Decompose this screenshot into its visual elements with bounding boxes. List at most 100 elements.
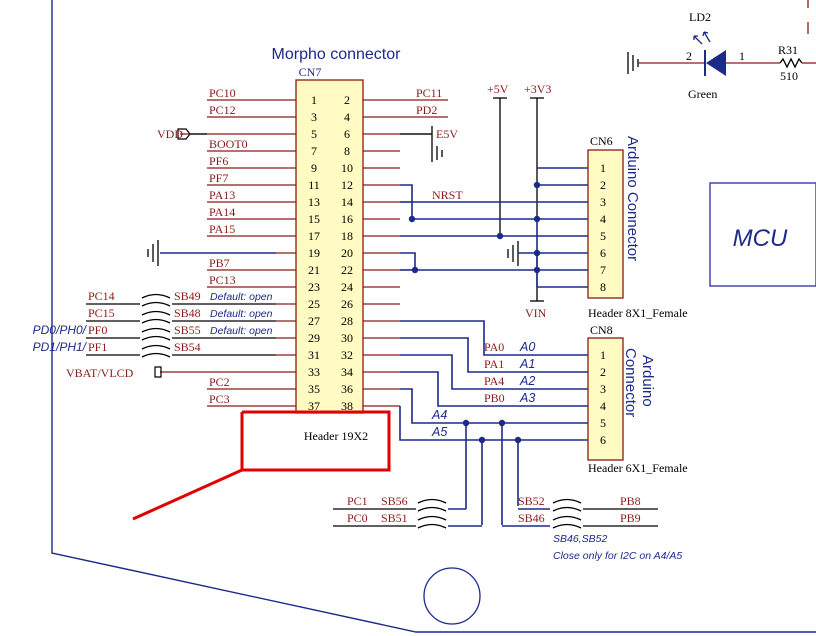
net-pc1: PC1 xyxy=(347,494,368,508)
cn7-pin-20: 20 xyxy=(341,246,353,260)
sb48-label: SB48 xyxy=(174,306,201,320)
mounting-hole xyxy=(423,567,481,625)
led-pin1: 1 xyxy=(739,49,745,63)
cn7-pin-19: 19 xyxy=(308,246,320,260)
cn7-pin-6: 6 xyxy=(344,127,350,141)
cn7-pin-15: 15 xyxy=(308,212,320,226)
port-symbols xyxy=(154,128,207,378)
net-pc2: PC2 xyxy=(209,375,230,389)
cn6-pin-7: 7 xyxy=(600,263,606,277)
cn6-pin-1: 1 xyxy=(600,161,606,175)
net-pc10: PC10 xyxy=(209,86,236,100)
i2c-note-2: Close only for I2C on A4/A5 xyxy=(553,550,682,562)
cn8-wiring xyxy=(399,320,588,525)
cn7-pin-12: 12 xyxy=(341,178,353,192)
cn8-ref: CN8 xyxy=(590,323,613,337)
cn7-pin-18: 18 xyxy=(341,229,353,243)
sb55-default: Default: open xyxy=(210,325,273,337)
cn6-title: Arduino Connector xyxy=(624,136,641,261)
net-pf1: PF1 xyxy=(88,340,107,354)
net-nrst: NRST xyxy=(432,188,463,202)
cn7-pin-2: 2 xyxy=(344,93,350,107)
sb56-label: SB56 xyxy=(381,494,408,508)
cn8-title-1: Arduino xyxy=(639,355,656,407)
i2c-note-1: SB46,SB52 xyxy=(553,533,607,545)
label-a3: A3 xyxy=(519,391,535,405)
resistor-value: 510 xyxy=(780,69,798,83)
cn8-connector: CN8 Arduino Connector Header 6X1_Female … xyxy=(587,323,688,475)
net-pa4: PA4 xyxy=(484,374,504,388)
cn7-pin-32: 32 xyxy=(341,348,353,362)
cn7-pin-28: 28 xyxy=(341,314,353,328)
net-pd2: PD2 xyxy=(416,103,437,117)
net-pb9: PB9 xyxy=(620,511,641,525)
cn7-pin-30: 30 xyxy=(341,331,353,345)
cn6-pin-4: 4 xyxy=(600,212,606,226)
led-ref: LD2 xyxy=(689,10,711,24)
cn6-connector: CN6 Arduino Connector Header 8X1_Female … xyxy=(587,134,688,320)
led-color: Green xyxy=(688,87,717,101)
net-e5v: E5V xyxy=(436,127,458,141)
cn7-pin-14: 14 xyxy=(341,195,353,209)
cn7-pin-37: 37 xyxy=(308,399,320,413)
sb48-default: Default: open xyxy=(210,308,273,320)
cn7-pin-24: 24 xyxy=(341,280,353,294)
power-vin: VIN xyxy=(525,306,547,320)
prefix-pd1: PD1/PH1/ xyxy=(33,340,88,354)
net-pa0: PA0 xyxy=(484,340,504,354)
cn7-pin-9: 9 xyxy=(311,161,317,175)
cn7-pin-16: 16 xyxy=(341,212,353,226)
mcu-block: MCU xyxy=(709,182,816,287)
sb55-label: SB55 xyxy=(174,323,201,337)
cn7-pin-38: 38 xyxy=(341,399,353,413)
cn8-footer: Header 6X1_Female xyxy=(588,461,688,475)
cn8-title-2: Connector xyxy=(622,348,639,417)
cn7-pin-1: 1 xyxy=(311,93,317,107)
cn7-footer: Header 19X2 xyxy=(304,429,368,443)
label-a4: A4 xyxy=(431,408,447,422)
ground-symbol xyxy=(147,240,276,266)
cn7-pin-11: 11 xyxy=(308,178,320,192)
net-pb8: PB8 xyxy=(620,494,641,508)
label-a1: A1 xyxy=(519,357,535,371)
net-pb7: PB7 xyxy=(209,256,230,270)
net-pa1: PA1 xyxy=(484,357,504,371)
net-vdd: VDD xyxy=(157,127,183,141)
net-vbat: VBAT/VLCD xyxy=(66,366,134,380)
cn8-pin-2: 2 xyxy=(600,365,606,379)
cn7-pin-8: 8 xyxy=(344,144,350,158)
sb51-label: SB51 xyxy=(381,511,408,525)
cn7-right-stubs xyxy=(363,99,448,407)
net-pc14: PC14 xyxy=(88,289,115,303)
net-boot0: BOOT0 xyxy=(209,137,248,151)
net-pc0: PC0 xyxy=(347,511,368,525)
net-pc15: PC15 xyxy=(88,306,115,320)
cn7-pin-35: 35 xyxy=(308,382,320,396)
solder-bridges-left xyxy=(86,293,276,358)
net-pc13: PC13 xyxy=(209,273,236,287)
led-pin2: 2 xyxy=(686,49,692,63)
net-pc12: PC12 xyxy=(209,103,236,117)
cn6-ref: CN6 xyxy=(590,134,613,148)
cn7-pin-33: 33 xyxy=(308,365,320,379)
net-pf7: PF7 xyxy=(209,171,228,185)
cn7-pin-23: 23 xyxy=(308,280,320,294)
sb46-label: SB46 xyxy=(518,511,545,525)
cn8-pin-1: 1 xyxy=(600,348,606,362)
net-pc3: PC3 xyxy=(209,392,230,406)
cn7-pin-25: 25 xyxy=(308,297,320,311)
cn6-pin-5: 5 xyxy=(600,229,606,243)
cn6-pin-2: 2 xyxy=(600,178,606,192)
sb52-label: SB52 xyxy=(518,494,545,508)
label-a2: A2 xyxy=(519,374,535,388)
cn6-pin-6: 6 xyxy=(600,246,606,260)
cn7-pin-27: 27 xyxy=(308,314,320,328)
label-a0: A0 xyxy=(519,340,535,354)
cn6-wiring xyxy=(400,167,588,288)
net-pa15: PA15 xyxy=(209,222,235,236)
board-outline xyxy=(51,0,816,633)
solder-bridges-bottom xyxy=(333,498,658,529)
cn7-left-stubs xyxy=(160,99,296,407)
cn6-pin-8: 8 xyxy=(600,280,606,294)
